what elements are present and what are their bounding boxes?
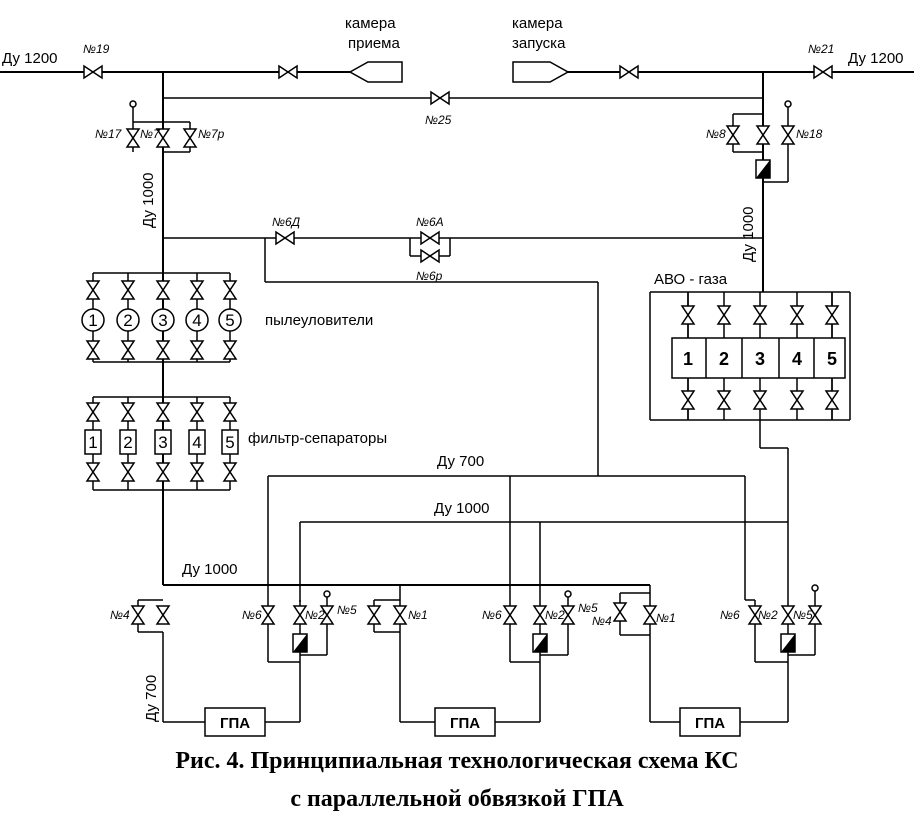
- label-du1000-right: Ду 1000: [740, 206, 757, 262]
- avo-section-1: 1: [683, 349, 693, 369]
- filter-separator-number: 4: [192, 433, 201, 452]
- valve-tag-u1-2: №2: [305, 608, 325, 622]
- avo-section-4: 4: [792, 349, 802, 369]
- valve-tag-u2-5: №5: [578, 601, 598, 615]
- dust-collector-1: [81, 308, 105, 332]
- valve-tag-6d: №6Д: [272, 215, 301, 229]
- dust-collector-number: 4: [192, 311, 201, 330]
- collectors: [163, 475, 788, 662]
- label-launch-chamber-1: камера: [512, 15, 563, 32]
- label-du1000-left: Ду 1000: [140, 172, 157, 228]
- valve-tag-u3-6: №6: [720, 608, 740, 622]
- filter-separator-5: [221, 429, 239, 455]
- filter-separators: 1 2 3 4 5: [84, 396, 239, 491]
- valve-tag-6a: №6А: [416, 215, 444, 229]
- filter-separator-number: 2: [123, 433, 132, 452]
- dust-collector-3: [151, 308, 175, 332]
- filter-separator-2: [119, 429, 137, 455]
- figure-caption: Рис. 4. Принципиальная технологическая с…: [0, 742, 914, 818]
- filter-separator-1: [84, 429, 102, 455]
- label-du1200-left: Ду 1200: [2, 50, 58, 67]
- label-filter-separators: фильтр-сепараторы: [248, 430, 387, 447]
- valve-tag-u1-5: №5: [337, 603, 357, 617]
- filter-separator-4: [188, 429, 206, 455]
- dust-collector-number: 5: [225, 311, 234, 330]
- dust-collector-5: [218, 308, 242, 332]
- outlet-valve-cluster: [726, 100, 795, 183]
- inlet-valve-cluster: [126, 100, 197, 153]
- avo-coolers: 1 2 3 4 5: [649, 291, 851, 602]
- label-receive-chamber-1: камера: [345, 15, 396, 32]
- label-receive-chamber-2: приема: [348, 35, 400, 52]
- valve-tag-u3-4: №4: [592, 614, 612, 628]
- dust-collector-2: [116, 308, 140, 332]
- label-du1000-low: Ду 1000: [182, 561, 238, 578]
- dust-collector-number: 3: [158, 311, 167, 330]
- avo-section-2: 2: [719, 349, 729, 369]
- label-avo: АВО - газа: [654, 271, 728, 288]
- gpa-units: [131, 584, 822, 737]
- label-du1000-mid: Ду 1000: [434, 500, 490, 517]
- header-valves: [275, 231, 440, 263]
- valve-tag-25: №25: [425, 113, 452, 127]
- pipeline-schematic: 1 2 3 4 5 1 2 3 4 5 1 2 3 4 5: [0, 15, 914, 737]
- label-launch-chamber-2: запуска: [512, 35, 566, 52]
- gpa-label-2: ГПА: [450, 715, 480, 732]
- valve-tag-8: №8: [706, 127, 726, 141]
- valve-tag-17: №17: [95, 127, 123, 141]
- valve-tag-7: №7: [140, 127, 161, 141]
- valve-tag-u1-4: №4: [110, 608, 130, 622]
- valve-tag-u3-1: №1: [656, 611, 676, 625]
- label-du1200-right: Ду 1200: [848, 50, 904, 67]
- gpa-label-3: ГПА: [695, 715, 725, 732]
- valve-tag-18: №18: [796, 127, 823, 141]
- filter-separator-number: 5: [225, 433, 234, 452]
- valve-tag-u3-2: №2: [758, 608, 778, 622]
- filter-separator-number: 3: [158, 433, 167, 452]
- valve-tag-u2-2: №2: [545, 608, 565, 622]
- valve-tag-19: №19: [83, 42, 110, 56]
- dust-collector-4: [185, 308, 209, 332]
- label-du700-left: Ду 700: [143, 675, 160, 722]
- valve-tag-7p: №7р: [198, 127, 225, 141]
- filter-separator-3: [154, 429, 172, 455]
- valve-tag-u3-5: №5: [793, 608, 813, 622]
- avo-section-5: 5: [827, 349, 837, 369]
- dust-collector-number: 2: [123, 311, 132, 330]
- label-du700-top: Ду 700: [437, 453, 484, 470]
- valve-tag-21: №21: [808, 42, 834, 56]
- caption-line-1: Рис. 4. Принципиальная технологическая с…: [175, 748, 739, 774]
- labels: Ду 1200 Ду 1200 камера приема камера зап…: [2, 15, 904, 732]
- launch-receive-chambers: [348, 61, 570, 83]
- caption-line-2: с параллельной обвязкой ГПА: [290, 786, 624, 812]
- gpa-label-1: ГПА: [220, 715, 250, 732]
- valve-tag-u1-6: №6: [242, 608, 262, 622]
- dust-collectors: 1 2 3 4 5: [81, 272, 242, 363]
- avo-section-3: 3: [755, 349, 765, 369]
- valve-tag-u2-6: №6: [482, 608, 502, 622]
- valve-tag-u2-1: №1: [408, 608, 428, 622]
- label-dust-collectors: пылеуловители: [265, 312, 373, 329]
- dust-collector-number: 1: [88, 311, 97, 330]
- filter-separator-number: 1: [88, 433, 97, 452]
- valve-tag-6p: №6р: [416, 269, 443, 283]
